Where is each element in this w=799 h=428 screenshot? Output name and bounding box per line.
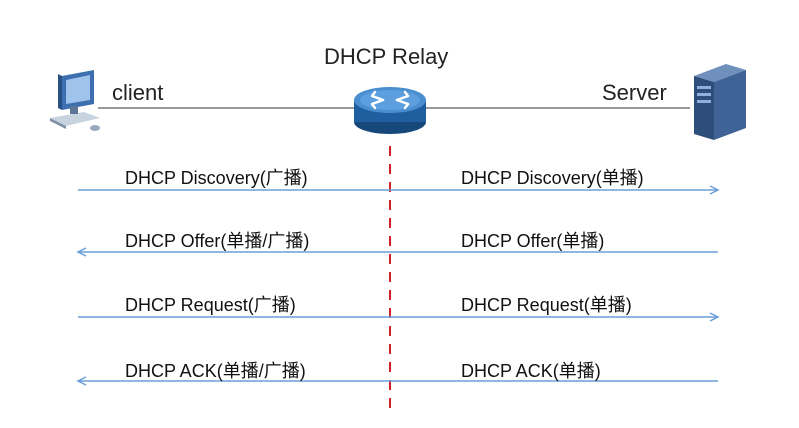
diagram-title: DHCP Relay: [324, 44, 449, 69]
msg-3-client-side: DHCP Request(广播): [125, 295, 296, 315]
client-label: client: [112, 80, 164, 105]
msg-2-server-side: DHCP Offer(单播): [461, 231, 605, 251]
msg-3-server-side: DHCP Request(单播): [461, 295, 632, 315]
server-label: Server: [602, 80, 667, 105]
msg-1-client-side: DHCP Discovery(广播): [125, 168, 308, 188]
msg-4-client-side: DHCP ACK(单播/广播): [125, 361, 306, 381]
desktop-computer-icon: [50, 70, 100, 131]
message-arrows: [76, 185, 720, 386]
msg-4-server-side: DHCP ACK(单播): [461, 361, 601, 381]
message-arrow-3-head: [709, 312, 720, 322]
msg-1-server-side: DHCP Discovery(单播): [461, 168, 644, 188]
message-arrow-2-head: [76, 247, 87, 257]
message-arrow-4-head: [76, 376, 87, 386]
msg-2-client-side: DHCP Offer(单播/广播): [125, 231, 310, 251]
server-tower-icon: [694, 64, 746, 140]
message-arrow-1-head: [709, 185, 720, 195]
router-icon: [354, 87, 426, 134]
